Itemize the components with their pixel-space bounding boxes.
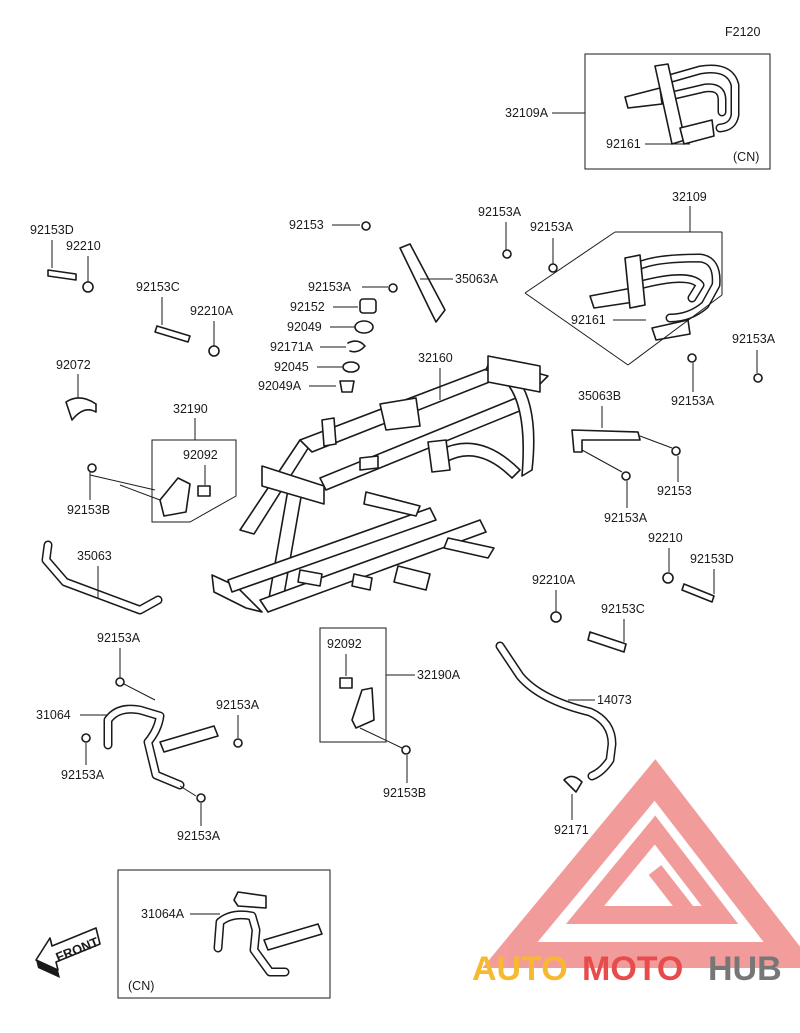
label-92153A-g: 92153A [97, 631, 141, 645]
label-92153A-d: 92153A [732, 332, 776, 346]
stay-35063-drawing [41, 540, 163, 615]
diagram-code: F2120 [725, 25, 760, 39]
label-92210-b: 92210 [648, 531, 683, 545]
label-92153D-a: 92153D [30, 223, 74, 237]
watermark-word-hub: HUB [708, 950, 782, 988]
nut-icon [208, 345, 220, 357]
bolt-icon [233, 738, 243, 748]
label-92153A-top-b: 92153A [530, 220, 574, 234]
watermark-logo [482, 759, 800, 968]
label-92161-cn: 92161 [606, 137, 641, 151]
clamp-92072-icon [65, 397, 97, 421]
bolt-icon [47, 269, 77, 281]
bolt-icon [548, 263, 558, 273]
box-32190 [151, 439, 237, 523]
bolt-icon [196, 793, 206, 803]
label-92045: 92045 [274, 360, 309, 374]
label-92210A-b: 92210A [532, 573, 576, 587]
label-92153B-a: 92153B [67, 503, 110, 517]
label-35063B: 35063B [578, 389, 621, 403]
watermark-word-moto: MOTO [582, 950, 683, 988]
nut-icon [82, 281, 94, 293]
box-32190A [319, 627, 387, 743]
label-92153A-c: 92153A [308, 280, 352, 294]
label-92210A-a: 92210A [190, 304, 234, 318]
label-92152: 92152 [290, 300, 325, 314]
label-92072: 92072 [56, 358, 91, 372]
clamp-92171-icon [563, 775, 583, 793]
bolt-icon [681, 583, 715, 603]
bolt-icon [154, 325, 191, 343]
label-92153A-j: 92153A [177, 829, 221, 843]
label-35063: 35063 [77, 549, 112, 563]
label-31064: 31064 [36, 708, 71, 722]
clamp-92171A-icon [347, 340, 366, 353]
watermark-word-auto: AUTO [472, 950, 568, 988]
label-35063A: 35063A [455, 272, 499, 286]
stay-35063A-icon [399, 243, 446, 323]
bolt-icon [687, 353, 697, 363]
label-14073: 14073 [597, 693, 632, 707]
label-92092-a: 92092 [183, 448, 218, 462]
label-cn-bottom: (CN) [128, 979, 154, 993]
cn-variant-box-bottom [117, 869, 331, 999]
stay-35063B-icon [571, 429, 641, 453]
guard-32109-drawing [589, 253, 721, 341]
label-32109A: 32109A [505, 106, 549, 120]
label-92153-b: 92153 [657, 484, 692, 498]
nut-icon [662, 572, 674, 584]
label-92161-b: 92161 [571, 313, 606, 327]
label-32190A: 32190A [417, 668, 461, 682]
label-92049A: 92049A [258, 379, 302, 393]
grommet-92049A-icon [339, 380, 355, 393]
label-92153-top: 92153 [289, 218, 324, 232]
guard-32109A-drawing [624, 63, 740, 145]
label-92153C-b: 92153C [601, 602, 645, 616]
bolt-icon [361, 221, 371, 231]
label-92153B-b: 92153B [383, 786, 426, 800]
bolt-icon [115, 677, 125, 687]
label-92171A: 92171A [270, 340, 314, 354]
bolt-icon [621, 471, 631, 481]
cn-variant-box-top [584, 53, 771, 170]
label-92153A-i: 92153A [61, 768, 105, 782]
front-arrow-icon [35, 927, 101, 978]
label-92171: 92171 [554, 823, 589, 837]
label-92153A-f: 92153A [604, 511, 648, 525]
bushing-92045-icon [342, 361, 360, 373]
grommet-92049-icon [354, 320, 374, 334]
nut-icon [550, 611, 562, 623]
mount-32190A-icon [351, 687, 375, 729]
bracket-31064A-drawing [213, 891, 323, 977]
bolt-icon [401, 745, 411, 755]
label-32160: 32160 [418, 351, 453, 365]
label-92210-a: 92210 [66, 239, 101, 253]
bolt-icon [502, 249, 512, 259]
label-92153A-top-a: 92153A [478, 205, 522, 219]
label-31064A: 31064A [141, 907, 185, 921]
collar-92152-icon [359, 298, 377, 314]
bolt-icon [753, 373, 763, 383]
frame-32160-drawing [211, 355, 549, 613]
bolt-icon [587, 631, 627, 653]
bolt-icon [671, 446, 681, 456]
label-92153D-b: 92153D [690, 552, 734, 566]
label-32109: 32109 [672, 190, 707, 204]
bolt-icon [81, 733, 91, 743]
label-92092-b: 92092 [327, 637, 362, 651]
bolt-icon [388, 283, 398, 293]
label-92049-a: 92049 [287, 320, 322, 334]
label-32190: 32190 [173, 402, 208, 416]
label-92153A-e: 92153A [671, 394, 715, 408]
bolt-icon [87, 463, 97, 473]
mount-32190-drawing [159, 477, 211, 517]
pipe-14073-drawing [495, 641, 617, 781]
label-cn-top: (CN) [733, 150, 759, 164]
bracket-31064-drawing [103, 704, 219, 790]
label-92153A-h: 92153A [216, 698, 260, 712]
collar-92092-icon [339, 677, 353, 689]
label-92153C-a: 92153C [136, 280, 180, 294]
